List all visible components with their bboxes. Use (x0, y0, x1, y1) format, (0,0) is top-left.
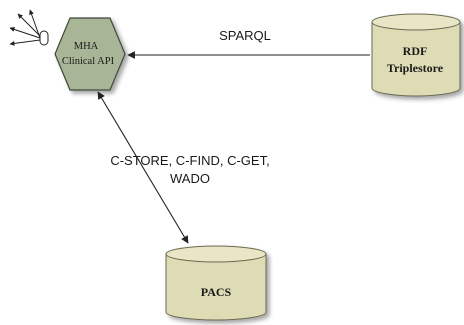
mha-label-line2: Clinical API (62, 56, 115, 67)
pacs-cylinder-top (165, 245, 267, 263)
dicom-edge-label-line2: WADO (170, 171, 210, 186)
dicom-edge-label-line1: C-STORE, C-FIND, C-GET, (110, 153, 269, 168)
client-connectors-icon (9, 9, 49, 46)
mha-label-line1: MHA (74, 41, 99, 52)
sparql-edge-label: SPARQL (219, 28, 271, 43)
pacs-label: PACS (201, 285, 232, 299)
dicom-edge-arrow (97, 91, 189, 244)
rdf-cylinder-top (371, 13, 461, 31)
pacs-node (165, 245, 267, 321)
hexagon-shape (54, 17, 126, 91)
pacs-cylinder-body (165, 253, 267, 321)
rdf-label-line1: RDF (403, 44, 428, 58)
rdf-label-line2: Triplestore (387, 61, 444, 75)
mha-clinical-api-node: MHA Clinical API (54, 17, 126, 91)
rdf-cylinder-body (371, 21, 461, 97)
rdf-triplestore-node (371, 13, 461, 97)
